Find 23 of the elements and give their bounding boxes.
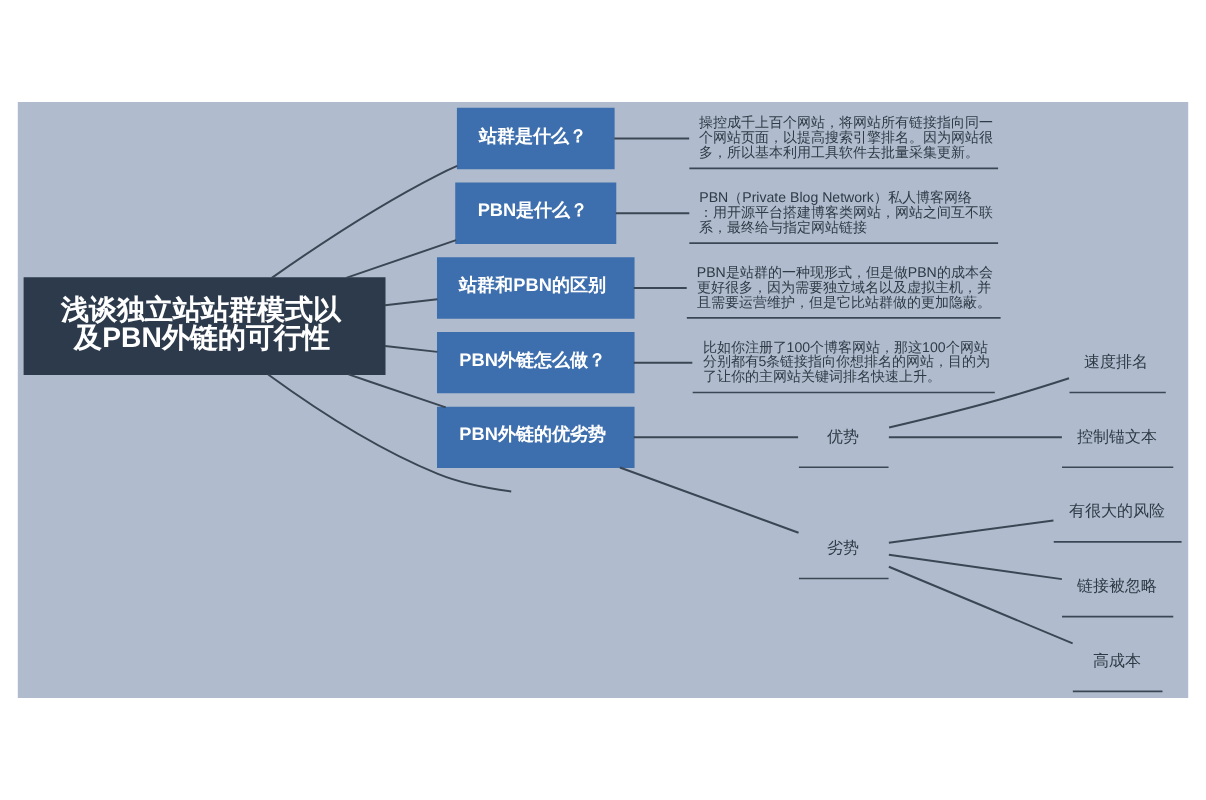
connector — [887, 553, 1063, 581]
connector — [632, 436, 800, 439]
node-box: 站群和PBN的区别 — [437, 257, 635, 319]
connector — [267, 373, 513, 493]
node-box: PBN是什么？ — [455, 182, 617, 244]
node-box: PBN外链怎么做？ — [437, 331, 635, 394]
node-box: 浅谈独立站站群模式以及PBN外链的可行性 — [23, 277, 386, 376]
connector — [613, 137, 691, 140]
connector — [887, 519, 1055, 544]
connector — [632, 361, 694, 364]
connector — [632, 286, 688, 289]
connector — [270, 164, 459, 279]
connector — [888, 377, 1071, 429]
connector — [887, 565, 1074, 645]
connector — [345, 239, 458, 279]
connector — [347, 373, 447, 409]
connector — [614, 212, 691, 215]
node-box: 站群是什么？ — [456, 107, 615, 170]
connector — [618, 466, 800, 534]
node-box: PBN外链的优劣势 — [437, 406, 635, 469]
connector — [384, 345, 439, 353]
connector — [384, 298, 439, 307]
connector — [887, 436, 1063, 439]
